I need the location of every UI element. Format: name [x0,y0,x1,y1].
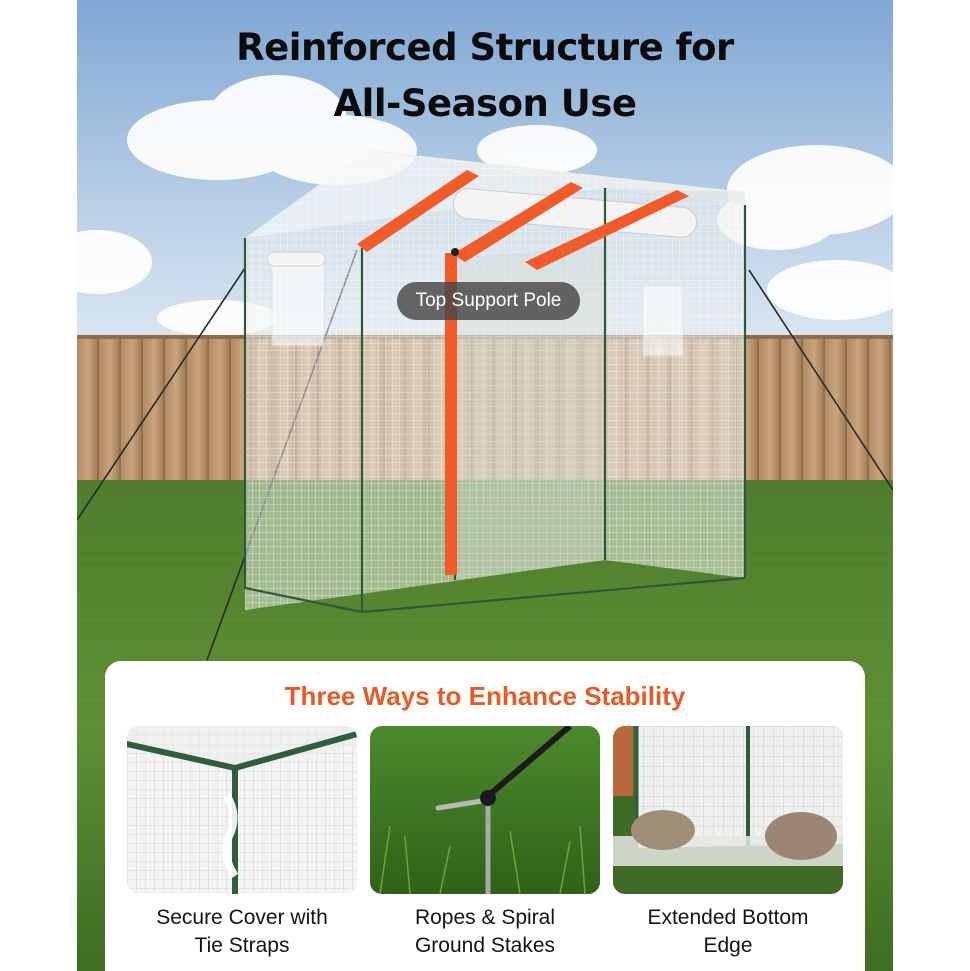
tie-straps-caption: Secure Cover with Tie Straps [117,904,367,960]
caption-line: Secure Cover with [156,906,328,929]
rope-stake-caption: Ropes & Spiral Ground Stakes [360,904,610,960]
caption-line: Tie Straps [194,934,290,957]
caption-line: Edge [703,934,753,957]
headline: Reinforced Structure for All-Season Use [77,20,893,132]
headline-line-2: All-Season Use [333,82,637,125]
product-photo: Reinforced Structure for All-Season Use … [77,0,893,971]
top-support-pole-callout: Top Support Pole [397,282,580,320]
rope-stake-image [370,726,600,894]
tie-straps-image [127,726,357,894]
stability-panel: Three Ways to Enhance Stability [105,661,865,971]
headline-line-1: Reinforced Structure for [236,26,734,69]
extended-edge-caption: Extended Bottom Edge [603,904,853,960]
caption-line: Ropes & Spiral [414,906,556,929]
extended-edge-image [613,726,843,894]
caption-line: Ground Stakes [414,934,556,957]
stability-panel-title: Three Ways to Enhance Stability [284,681,686,711]
caption-line: Extended Bottom [647,906,809,929]
